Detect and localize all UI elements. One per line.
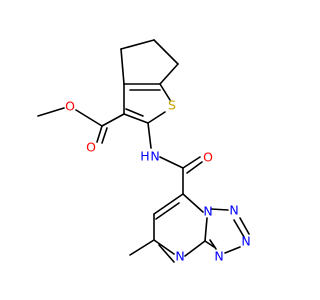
bond [158,244,175,263]
bond [184,240,206,257]
bond [101,127,108,144]
bond [153,193,184,215]
atom-n-amide: N [150,149,159,164]
bond [129,239,155,256]
bond [224,246,241,254]
bond [210,208,229,211]
atom-labels: O O S H N O N N N N N [65,98,251,264]
bond [159,156,184,169]
atom-o-amide: O [203,150,213,165]
atom-o-carbonyl-ester: O [86,140,96,155]
bond [159,63,179,85]
bond [153,39,179,65]
bond [120,39,155,50]
bond [204,217,208,242]
atom-n-triazole-1: N [229,203,238,218]
atom-n-triazole-2: N [241,234,250,249]
atom-h-amide: H [140,149,149,164]
bond [96,125,103,143]
bond [101,113,125,127]
bond [233,219,245,238]
bond [123,113,149,124]
atom-n-triazole-3: N [214,249,223,264]
bond [147,122,152,149]
molecule-structure: O O S H N O N N N N N [37,39,251,264]
atom-o-ether: O [65,99,75,114]
atom-n-pyrimidine-bridge: N [203,204,212,219]
bond [155,202,180,220]
bond [147,111,166,124]
bond [75,109,103,127]
bond [153,239,175,255]
atom-n-pyrimidine: N [175,249,184,264]
bond [209,239,217,250]
bond [182,156,201,169]
atom-s-ring: S [168,98,176,113]
bond [182,193,204,213]
bond [37,107,65,117]
bond [186,161,203,174]
bond [239,217,250,235]
bond-lines [37,39,250,263]
bond [159,83,171,101]
bond [125,108,144,117]
bond [204,240,215,248]
bond [120,48,125,85]
